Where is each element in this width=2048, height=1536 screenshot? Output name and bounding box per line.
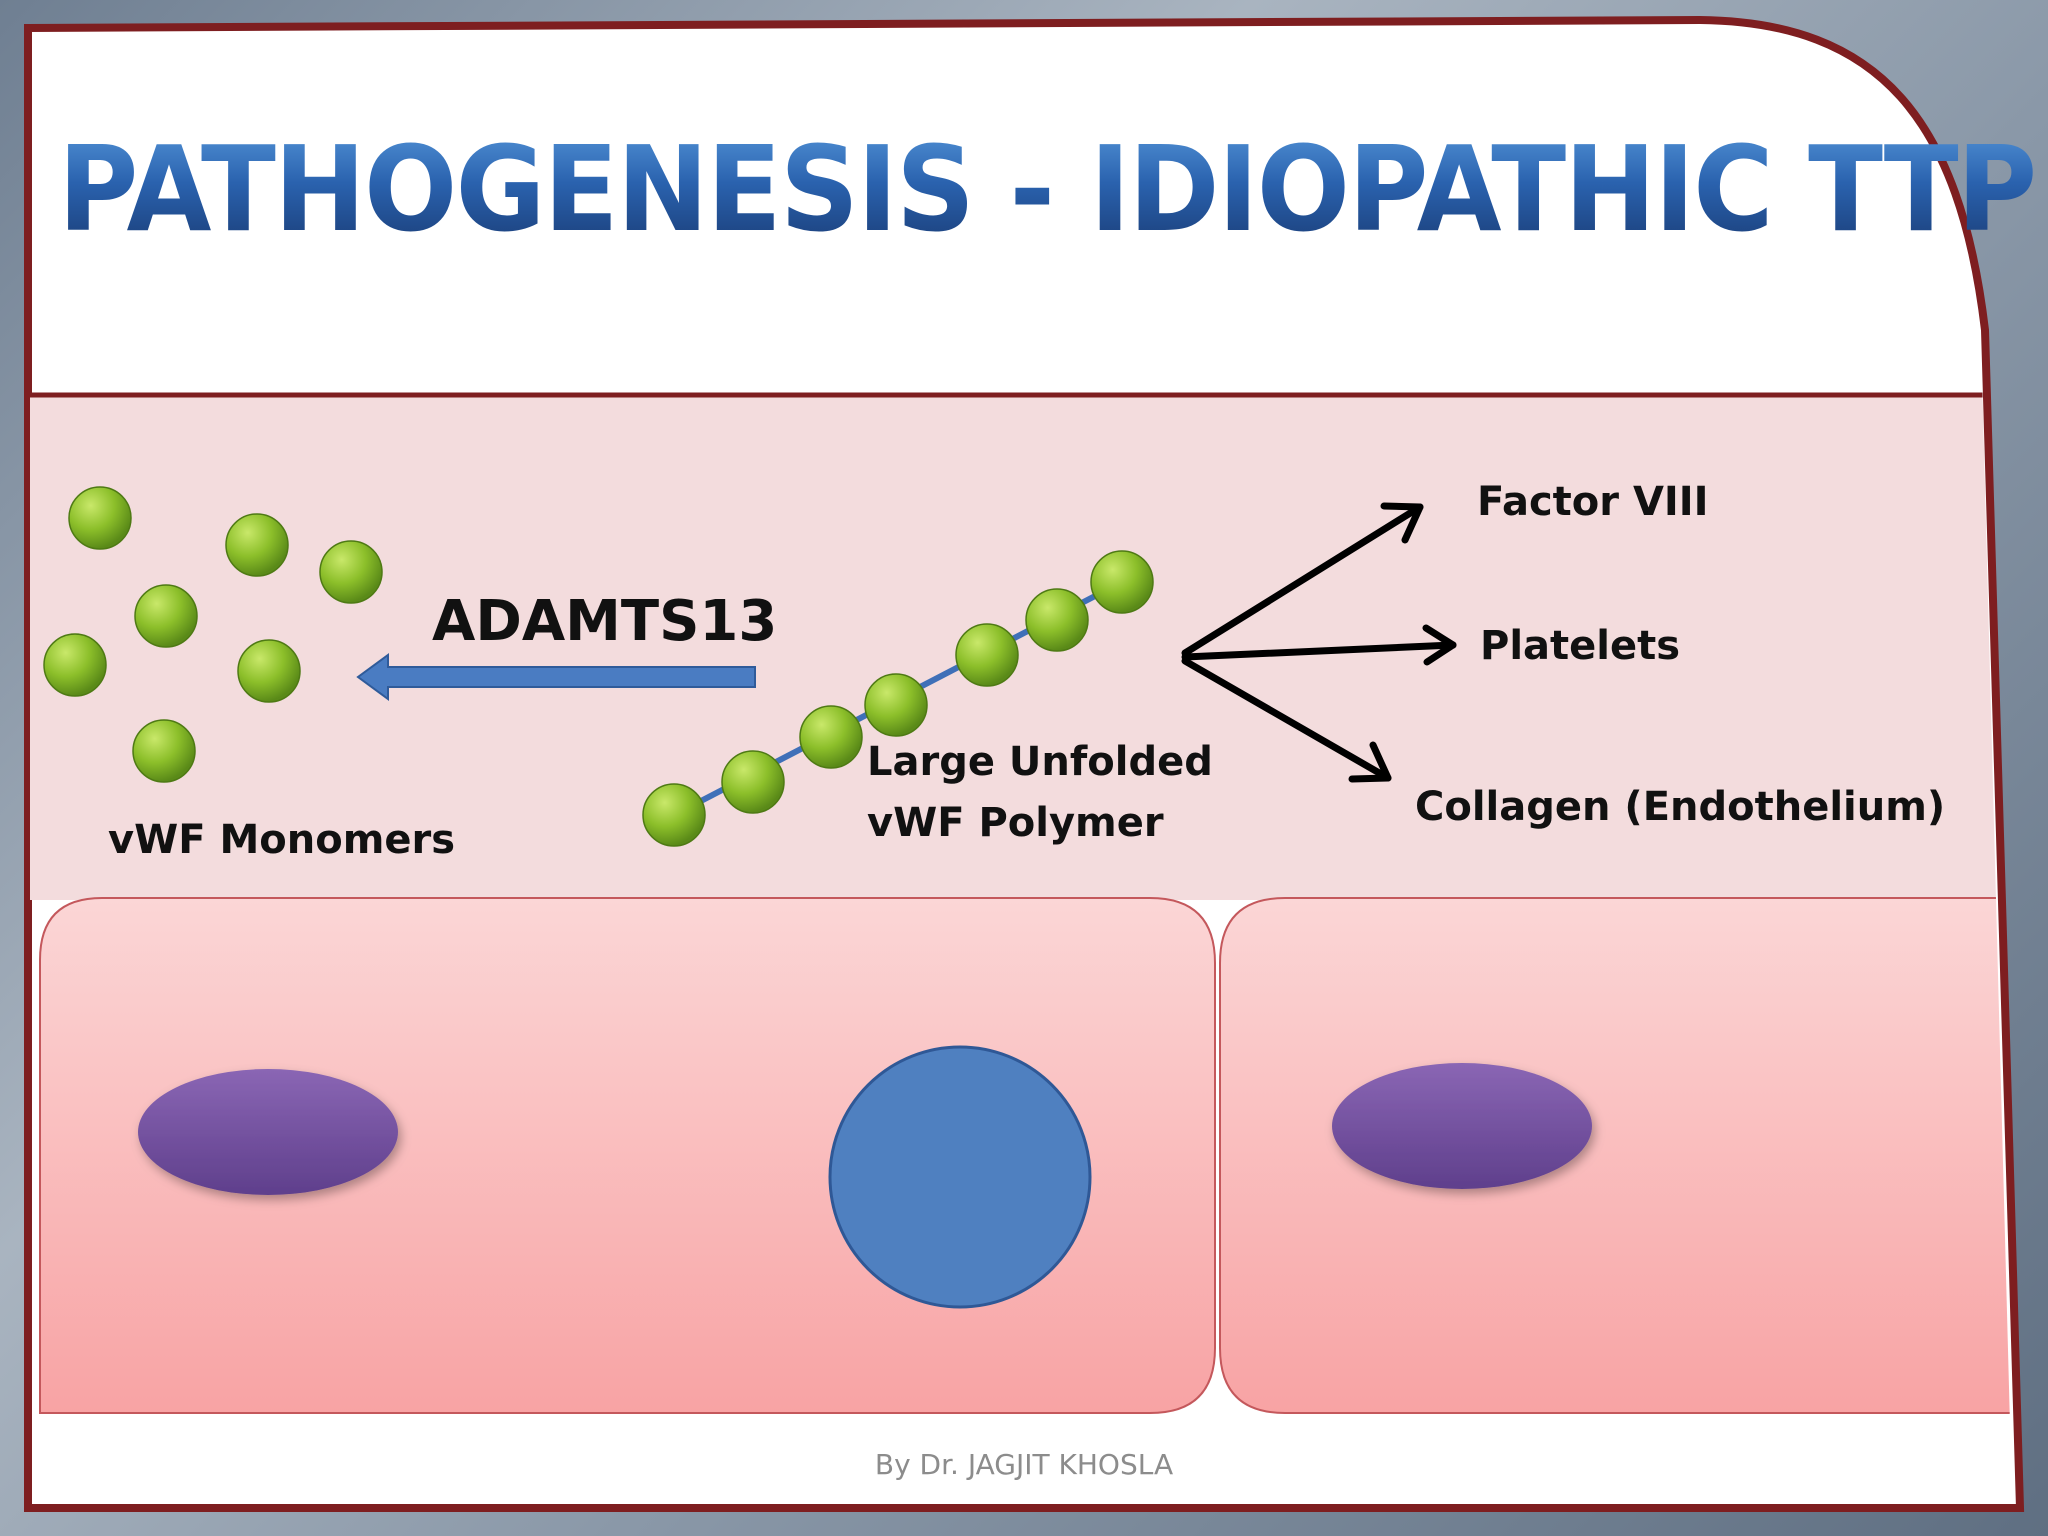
vwf-polymer <box>642 550 1154 847</box>
platelets-label: Platelets <box>1480 623 1681 669</box>
monomer-bead <box>237 639 301 703</box>
collagen-label: Collagen (Endothelium) <box>1415 784 1946 830</box>
monomers-label: vWF Monomers <box>108 817 456 863</box>
polymer-bead <box>642 783 706 847</box>
monomer-bead <box>43 633 107 697</box>
factor-viii-label: Factor VIII <box>1477 479 1709 525</box>
polymer-bead <box>1090 550 1154 614</box>
polymer-bead <box>955 623 1019 687</box>
monomer-bead <box>225 513 289 577</box>
arrow-left-icon <box>356 653 756 701</box>
polymer-bead <box>721 750 785 814</box>
polymer-label-line1: Large Unfolded <box>867 739 1213 785</box>
blue-cell-circle <box>828 1045 1092 1309</box>
vwf-monomers <box>43 486 383 783</box>
enzyme-label: ADAMTS13 <box>432 589 778 654</box>
monomer-bead <box>319 540 383 604</box>
title-reflection: PATHOGENESIS - IDIOPATHIC TTP <box>0 238 1800 290</box>
polymer-bead <box>1025 588 1089 652</box>
monomer-bead <box>68 486 132 550</box>
polymer-bead <box>864 673 928 737</box>
endothelial-cell-right <box>1219 897 2012 1414</box>
polymer-bead <box>799 705 863 769</box>
polymer-label-line2: vWF Polymer <box>867 800 1164 846</box>
plasma-band <box>30 395 2012 900</box>
monomer-bead <box>134 584 198 648</box>
nucleus-right <box>1332 1063 1592 1189</box>
nucleus-left <box>138 1069 398 1195</box>
arrow-right-icon <box>1181 502 1457 783</box>
monomer-bead <box>132 719 196 783</box>
author-credit: By Dr. JAGJIT KHOSLA <box>874 1448 1174 1481</box>
page-title: PATHOGENESIS - IDIOPATHIC TTP <box>58 120 2037 258</box>
